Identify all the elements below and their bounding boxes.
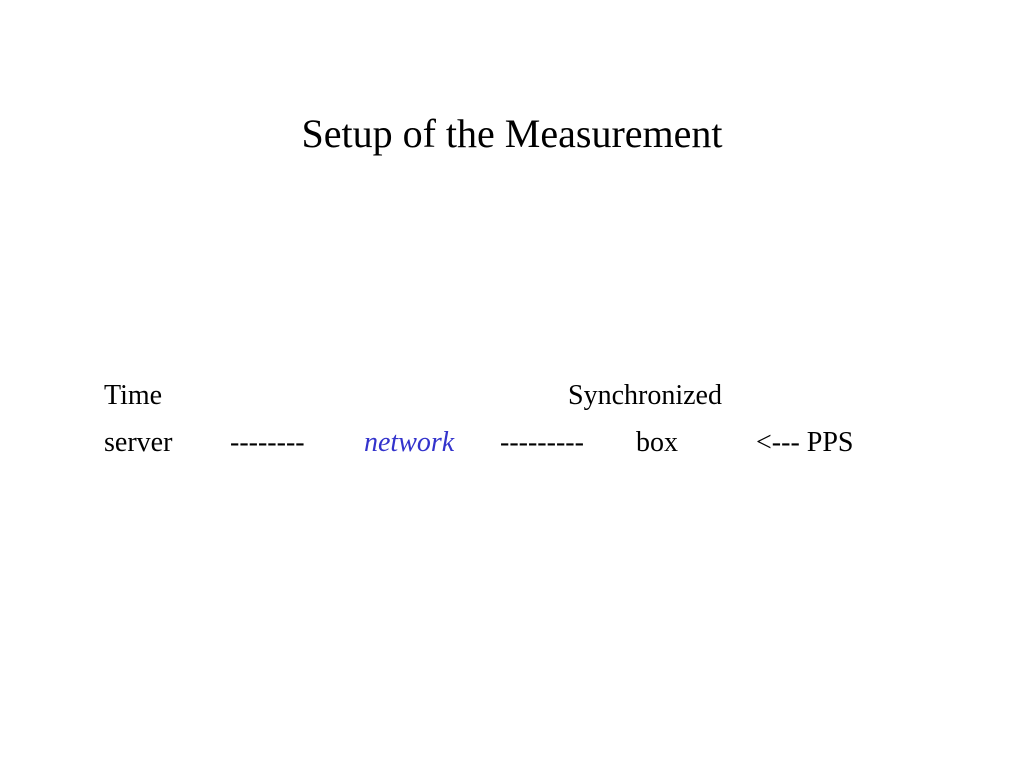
- pps-input-arrow: <--- PPS: [756, 427, 854, 458]
- time-server-label-line1: Time: [104, 380, 163, 411]
- synchronized-box-label-line1: Synchronized: [568, 380, 722, 411]
- right-connector: ---------: [500, 427, 584, 458]
- synchronized-box-label-line2: box: [636, 427, 678, 458]
- time-server-label-line2: server: [104, 427, 173, 458]
- slide-title: Setup of the Measurement: [301, 111, 723, 156]
- network-label: network: [364, 427, 455, 458]
- left-connector: --------: [230, 427, 305, 458]
